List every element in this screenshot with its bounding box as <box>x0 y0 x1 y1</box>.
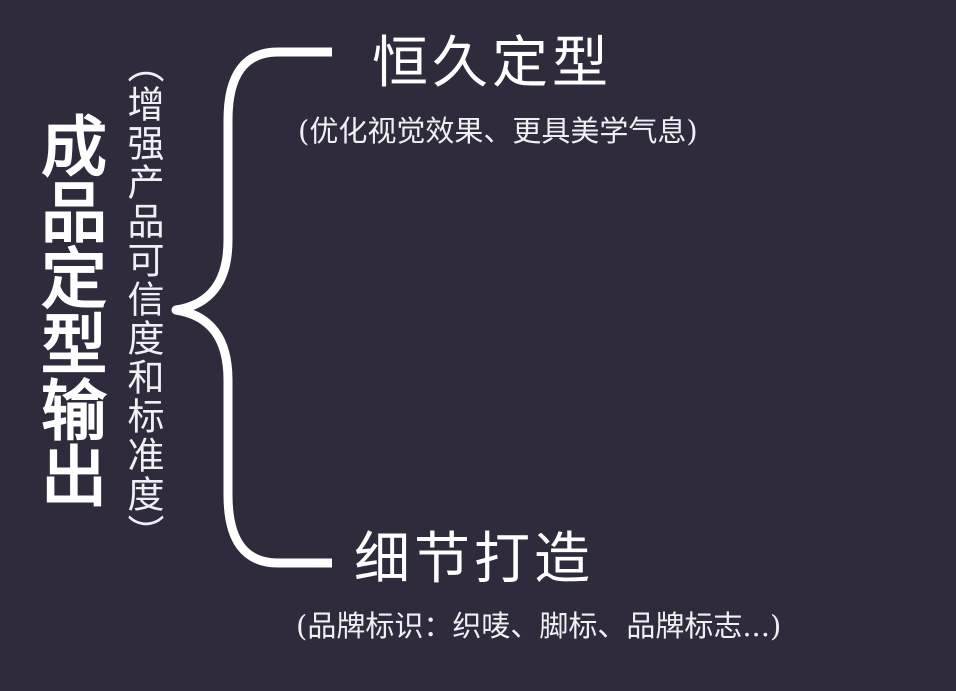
branch-description-permanent-shaping: (优化视觉效果、更具美学气息) <box>298 114 698 148</box>
curly-brace-icon <box>171 47 332 568</box>
main-title: 成品定型输出 <box>30 112 107 508</box>
branch-title-detail-crafting: 细节打造 <box>354 527 594 592</box>
branch-title-permanent-shaping: 恒久定型 <box>372 31 612 96</box>
branch-description-detail-crafting: (品牌标识：织唛、脚标、品牌标志...) <box>296 609 782 643</box>
main-subtitle: （增强产品可信度和标准度） <box>121 46 164 553</box>
